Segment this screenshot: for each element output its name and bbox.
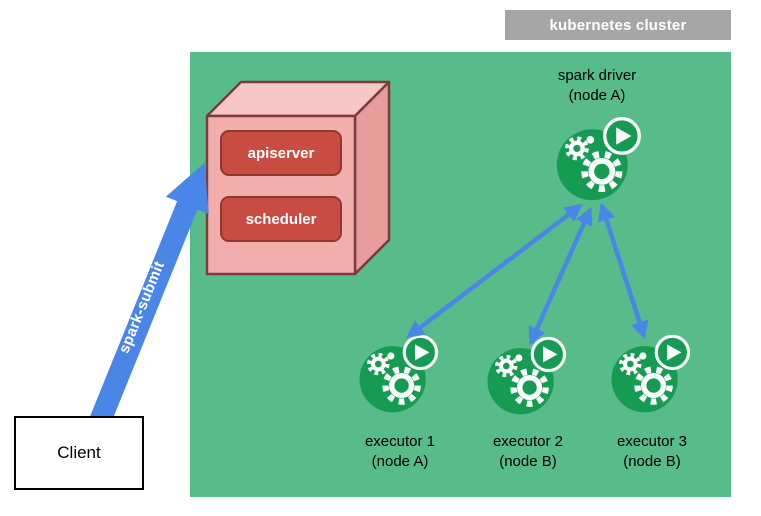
executor-1-pod-icon: [355, 330, 441, 416]
client-box: Client: [14, 416, 144, 490]
executor-2-label: executor 2 (node B): [458, 432, 598, 472]
cluster-label: kubernetes cluster: [505, 10, 731, 40]
spark-submit-label: spark-submit: [116, 259, 168, 356]
spark-submit-arrow: [87, 162, 209, 431]
executor-3-label: executor 3 (node B): [582, 432, 722, 472]
executor-1-label: executor 1 (node A): [330, 432, 470, 472]
executor-1-label-line2: (node A): [371, 452, 429, 470]
cube-side-face: [353, 80, 391, 276]
executor-3-pod-icon: [607, 330, 693, 416]
executor-3-label-line2: (node B): [623, 452, 681, 470]
apiserver-box: apiserver: [220, 130, 342, 176]
executor-3-label-line1: executor 3: [616, 433, 688, 450]
executor-2-label-line2: (node B): [499, 452, 557, 470]
spark-driver-pod-icon: [552, 112, 644, 204]
executor-2-pod-icon: [483, 332, 569, 418]
spark-driver-label: spark driver (node A): [517, 66, 677, 106]
spark-driver-label-line2: (node A): [568, 86, 626, 104]
scheduler-box: scheduler: [220, 196, 342, 242]
spark-driver-label-line1: spark driver: [557, 67, 637, 84]
executor-2-label-line1: executor 2: [492, 433, 564, 450]
executor-1-label-line1: executor 1: [364, 433, 436, 450]
